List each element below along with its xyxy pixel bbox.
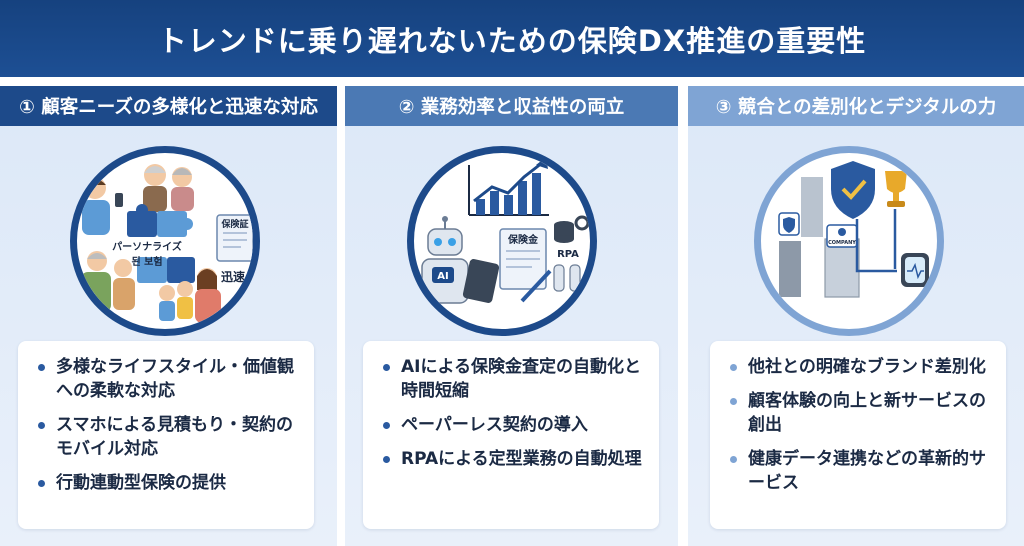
- list-item: AIによる保険金査定の自動化と時間短縮: [379, 355, 647, 403]
- claim-doc-label: 保険金: [507, 233, 539, 246]
- company-label: COMPANY: [828, 240, 856, 246]
- database-icon: [554, 221, 574, 243]
- list-item: 他社との明確なブランド差別化: [726, 355, 994, 379]
- list-item: 健康データ連携などの革新的サービス: [726, 447, 994, 495]
- illustration-efficiency: AI 保険金 RPA: [407, 146, 597, 336]
- gear-icon: [574, 215, 590, 231]
- speed-label: 迅速: [221, 269, 245, 284]
- page-title: トレンドに乗り遅れないための保険DX推進の重要性: [157, 23, 867, 58]
- smartwatch-icon: [901, 253, 929, 287]
- claim-document-icon: [499, 228, 552, 303]
- list-item: スマホによる見積もり・契約のモバイル対応: [34, 413, 302, 461]
- elderly-couple-icon: [143, 164, 194, 212]
- list-item: 行動連動型保険の提供: [34, 471, 302, 495]
- family-group-icon: [81, 251, 221, 323]
- list-item: 多様なライフスタイル・価値観への柔軟な対応: [34, 355, 302, 403]
- list-item: ペーパーレス契約の導入: [379, 413, 647, 437]
- column-heading: ③ 競合との差別化とデジタルの力: [688, 86, 1024, 126]
- list-item: RPAによる定型業務の自動処理: [379, 447, 647, 471]
- shield-check-icon: [831, 161, 875, 219]
- bullet-list: 多様なライフスタイル・価値観への柔軟な対応 スマホによる見積もり・契約のモバイル…: [34, 355, 302, 495]
- small-shield-icon: [778, 212, 800, 236]
- personalize-label: パーソナライズ: [112, 240, 182, 253]
- ai-label: AI: [437, 271, 448, 282]
- buildings-icon: [779, 177, 860, 298]
- title-bar: トレンドに乗り遅れないための保険DX推進の重要性: [0, 0, 1024, 77]
- bullet-card: 多様なライフスタイル・価値観への柔軟な対応 スマホによる見積もり・契約のモバイル…: [18, 341, 314, 529]
- insurance-document-icon: [216, 214, 253, 262]
- sparkle-icon: [978, 502, 1002, 526]
- bullet-list: 他社との明確なブランド差別化 顧客体験の向上と新サービスの創出 健康データ連携な…: [726, 355, 994, 495]
- company-network-illustration: COMPANY: [778, 161, 929, 298]
- company-badge-icon: [826, 224, 858, 248]
- column-heading: ② 業務効率と収益性の両立: [345, 86, 678, 126]
- trophy-icon: [885, 171, 907, 207]
- rpa-label: RPA: [557, 249, 579, 260]
- growth-chart-icon: [468, 157, 549, 216]
- puzzle-pieces-icon: [127, 204, 195, 283]
- column-heading: ① 顧客ニーズの多様化と迅速な対応: [0, 86, 337, 126]
- family-puzzle-illustration: パーソナライズ 된 보험 保険証 迅速: [81, 164, 253, 323]
- personalize-label-2: 된 보험: [131, 255, 162, 268]
- column-differentiation: ③ 競合との差別化とデジタルの力: [688, 86, 1024, 546]
- illustration-differentiation: COMPANY: [754, 146, 944, 336]
- robotic-hands-icon: [553, 264, 581, 292]
- column-customer-needs: ① 顧客ニーズの多様化と迅速な対応: [0, 86, 337, 546]
- doc-label: 保険証: [220, 218, 248, 230]
- list-item: 顧客体験の向上と新サービスの創出: [726, 389, 994, 437]
- father-with-phone-icon: [82, 177, 123, 235]
- bullet-list: AIによる保険金査定の自動化と時間短縮 ペーパーレス契約の導入 RPAによる定型…: [379, 355, 647, 471]
- bullet-card: AIによる保険金査定の自動化と時間短縮 ペーパーレス契約の導入 RPAによる定型…: [363, 341, 659, 529]
- ai-robot-illustration: AI 保険金 RPA: [421, 157, 590, 304]
- tablet-icon: [462, 259, 500, 303]
- robot-icon: [421, 216, 469, 304]
- bullet-card: 他社との明確なブランド差別化 顧客体験の向上と新サービスの創出 健康データ連携な…: [710, 341, 1006, 529]
- column-efficiency: ② 業務効率と収益性の両立: [345, 86, 678, 546]
- illustration-customer-needs: パーソナライズ 된 보험 保険証 迅速: [70, 146, 260, 336]
